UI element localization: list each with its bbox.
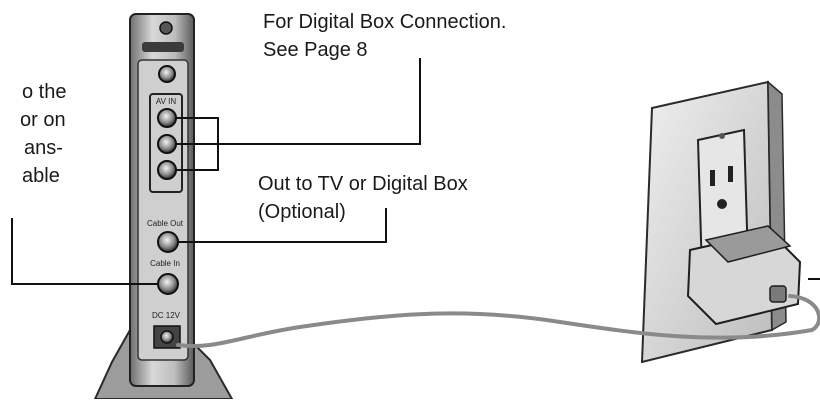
out-tv-leader [178, 208, 387, 243]
power-adapter-top [704, 225, 792, 263]
cable-out-label: Cable Out [147, 219, 184, 228]
dc-port-icon [160, 330, 174, 344]
power-adapter-plug [769, 285, 787, 303]
top-slot [142, 42, 184, 52]
callout-lines [11, 58, 820, 285]
digital-box-callout: For Digital Box Connection. See Page 8 [263, 8, 506, 64]
power-cord [176, 294, 820, 349]
av-jack-icon [157, 134, 177, 154]
outlet-ground-icon [717, 199, 727, 209]
digital-box-callout-line: For Digital Box Connection. [263, 11, 507, 33]
dc-label: DC 12V [152, 311, 181, 320]
outlet-slot-icon [710, 170, 715, 186]
av-jack-icon [157, 160, 177, 180]
left-cutoff-line: o the [22, 81, 67, 103]
antenna-port-icon [158, 65, 176, 83]
device: AV IN Cable Out Cable In DC 12V [93, 13, 234, 400]
top-screw-icon [159, 21, 173, 35]
out-tv-callout-line: Out to TV or Digital Box [258, 173, 468, 195]
out-tv-callout-line: (Optional) [258, 201, 346, 223]
cable-in-port-icon [157, 273, 179, 295]
outlet-screw-icon [719, 133, 725, 139]
cable-in-label: Cable In [150, 259, 180, 268]
digital-box-callout-line: See Page 8 [263, 39, 368, 61]
left-cutoff-line: ans- [24, 137, 63, 159]
av-in-label: AV IN [156, 97, 177, 106]
cable-out-port-icon [157, 231, 179, 253]
wall-outlet [640, 80, 802, 364]
left-cutoff-callout: o the or on ans- able [0, 78, 66, 190]
outlet-slot-icon [728, 166, 733, 182]
av-jack-icon [157, 108, 177, 128]
left-cutoff-line: or on [20, 109, 66, 131]
cable-in-leader [11, 218, 158, 285]
digital-box-leader [218, 58, 421, 145]
left-cutoff-line: able [22, 165, 60, 187]
out-tv-callout: Out to TV or Digital Box (Optional) [258, 170, 468, 226]
